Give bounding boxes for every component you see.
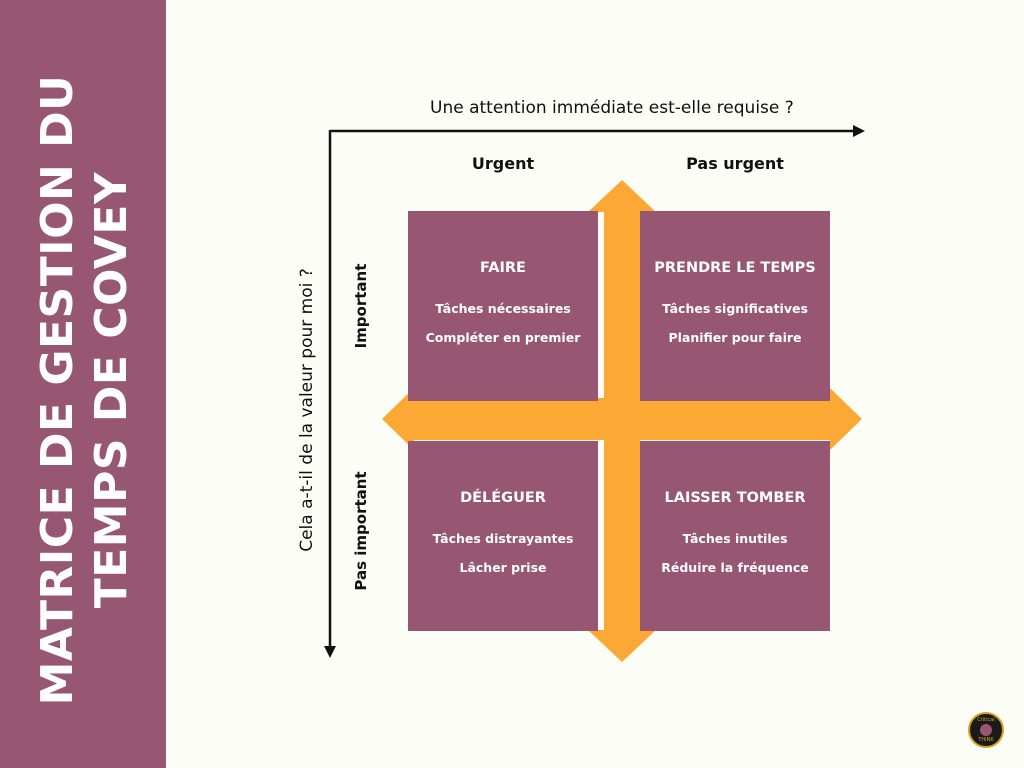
quadrant-line: Tâches inutiles <box>682 531 788 546</box>
quadrant-schedule: PRENDRE LE TEMPS Tâches significatives P… <box>640 211 830 401</box>
x-axis-arrow-icon <box>853 125 865 137</box>
quadrant-do: FAIRE Tâches nécessaires Compléter en pr… <box>408 211 598 401</box>
row-header-important: Important <box>352 263 370 349</box>
quadrant-title: PRENDRE LE TEMPS <box>654 260 816 276</box>
quadrant-title: LAISSER TOMBER <box>664 490 806 506</box>
quadrant-drop: LAISSER TOMBER Tâches inutiles Réduire l… <box>640 441 830 631</box>
orange-cross <box>382 180 862 662</box>
quadrant-line: Lâcher prise <box>459 560 547 575</box>
logo-text-top: Critical <box>977 717 995 723</box>
quadrant-title: FAIRE <box>480 260 526 276</box>
quadrant-line: Tâches significatives <box>662 301 808 316</box>
logo-text-bottom: THINK <box>978 737 994 743</box>
row-header-not-important: Pas important <box>352 471 370 591</box>
quadrant-line: Tâches nécessaires <box>435 301 571 316</box>
quadrant-line: Planifier pour faire <box>668 330 802 345</box>
sidebar: MATRICE DE GESTION DU TEMPS DE COVEY <box>0 0 166 768</box>
x-axis-label: Une attention immédiate est-elle requise… <box>430 98 794 118</box>
lightbulb-brain-icon <box>980 724 992 736</box>
y-axis-label: Cela a-t-il de la valeur pour moi ? <box>297 268 317 552</box>
column-header-not-urgent: Pas urgent <box>686 154 784 173</box>
quadrant-line: Compléter en premier <box>425 330 581 345</box>
quadrant-line: Tâches distrayantes <box>432 531 574 546</box>
logo: Critical THINK <box>968 712 1004 748</box>
quadrant-title: DÉLÉGUER <box>460 490 546 506</box>
column-header-urgent: Urgent <box>471 154 535 173</box>
quadrant-delegate: DÉLÉGUER Tâches distrayantes Lâcher pris… <box>408 441 598 631</box>
quadrant-line: Réduire la fréquence <box>661 560 809 575</box>
y-axis-arrow-icon <box>324 646 336 658</box>
